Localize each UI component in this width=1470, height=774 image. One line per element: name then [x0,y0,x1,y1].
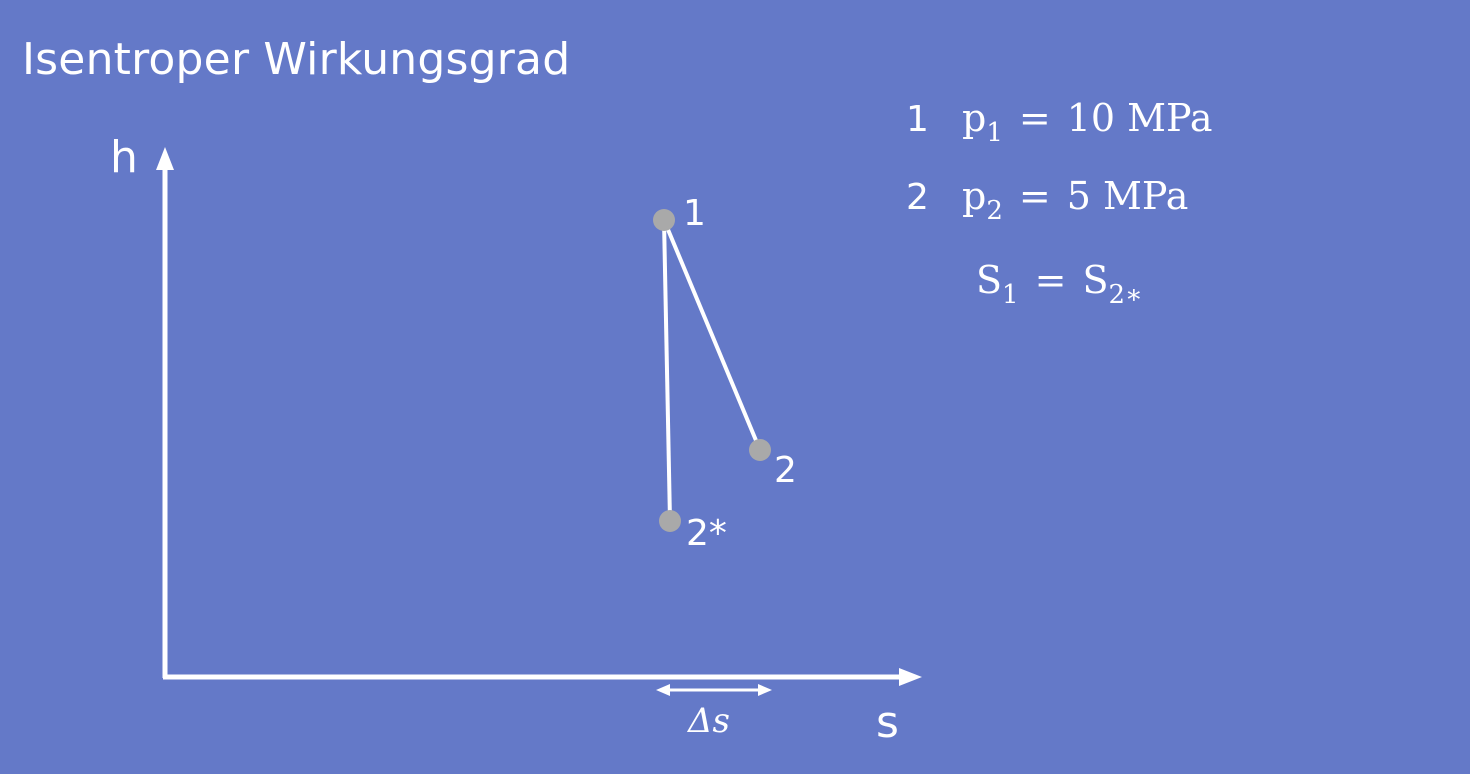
eq-var: p [962,96,987,140]
eq-operator: = [1018,174,1051,218]
state-point-1 [653,209,675,231]
y-axis-label: h [110,132,138,183]
delta-s-arrowhead-right [758,684,772,696]
line-1-to-2star [662,219,672,522]
state-point-2star [659,510,681,532]
x-axis-arrowhead [899,668,922,686]
eq-lhs-var: S [976,258,1003,302]
eq-sub: 1 [986,118,1003,148]
eq-rhs-var: S [1082,258,1109,302]
state-label-1: 1 [683,193,706,234]
eq-sub: 2 [986,196,1003,226]
state-label-2star: 2* [686,513,727,554]
line-1-to-2 [662,219,762,451]
x-axis-label: s [876,697,899,748]
entropy-equation: S1=S2∗ [976,258,1143,308]
eq-value: 5 MPa [1066,174,1189,218]
equation-index: 1 [906,99,929,140]
eq-operator: = [1034,258,1067,302]
delta-s-label: Δs [686,701,730,741]
equation-expression: p1 = 10 MPa [962,96,1213,146]
equation-expression: p2 = 5 MPa [962,174,1189,224]
eq-var: p [962,174,987,218]
state-label-2: 2 [774,450,797,491]
eq-rhs-sub: 2∗ [1108,280,1143,310]
entropy-expression: S1=S2∗ [976,258,1143,308]
eq-operator: = [1018,96,1051,140]
eq-lhs-sub: 1 [1002,280,1019,310]
page-title: Isentroper Wirkungsgrad [22,34,571,85]
delta-s-arrowhead-left [656,684,670,696]
state-point-2 [749,439,771,461]
equation-index: 2 [906,177,929,218]
eq-value: 10 MPa [1066,96,1213,140]
y-axis-arrowhead [156,147,174,170]
